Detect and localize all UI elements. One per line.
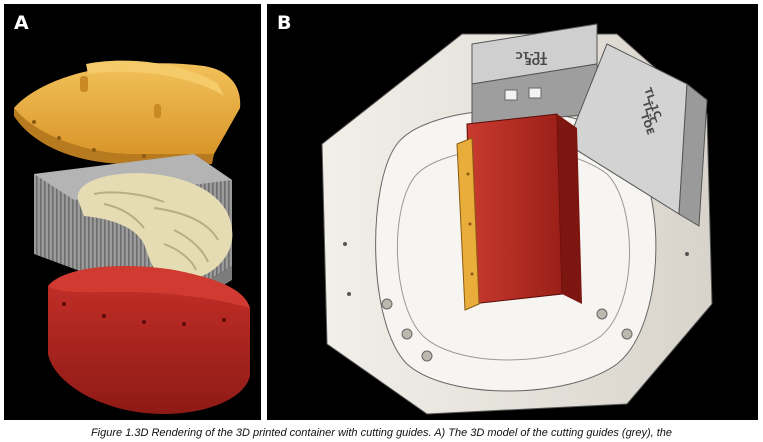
top-guide-block: TL-1C TOE [471,23,598,125]
red-container [48,266,250,414]
panel-a-label: A [14,12,29,34]
engraving-line-1: TL-1C [515,49,547,60]
right-guide-block: TL-1C TL-C TOE [566,43,708,227]
assembled-housing-illustration: TL-1C TOE TL-1C TL-C TOE [321,23,713,415]
panel-a: A [4,4,261,420]
exploded-model-illustration [14,60,250,414]
figure-caption: Figure 1.3D Rendering of the 3D printed … [90,427,673,439]
orange-lid [14,60,241,164]
brain-model [77,173,233,281]
panel-b: TL-1C TOE TL-1C TL-C TOE [267,4,758,420]
red-specimen-container [466,113,582,305]
panel-b-label: B [277,12,292,34]
engraving-line-3: TOE [525,55,547,66]
orange-lid-edge [456,137,480,311]
